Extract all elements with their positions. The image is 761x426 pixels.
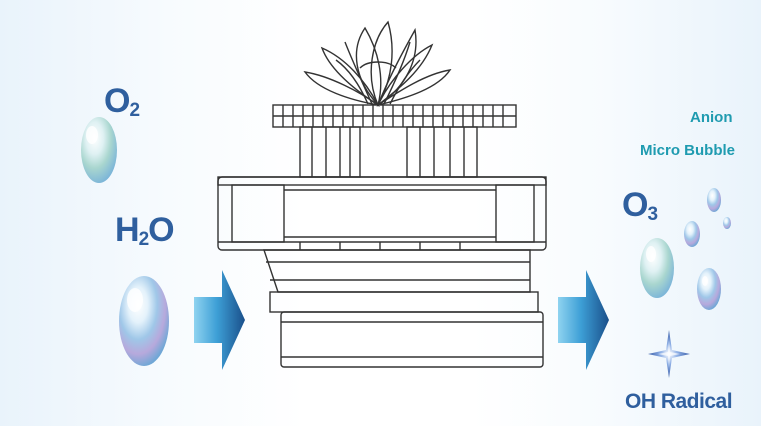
anion-label: Anion <box>690 109 733 126</box>
input-arrow-icon <box>194 270 245 370</box>
sparkle-icon <box>648 330 690 378</box>
ozone-bubble <box>640 238 674 298</box>
micro-bubble-label: Micro Bubble <box>640 142 736 159</box>
oxygen-bubble <box>81 117 117 183</box>
oxygen-label: O2 <box>104 82 140 121</box>
micro-bubbles <box>684 188 731 310</box>
device-drawing <box>217 20 547 368</box>
lotus-icon <box>303 20 452 108</box>
oh-radical-label: OH Radical <box>625 390 733 413</box>
water-label: H2O <box>115 211 175 250</box>
ozone-label: O3 <box>622 186 658 225</box>
base-ring <box>280 311 544 368</box>
water-bubble <box>119 276 169 366</box>
gear-ring <box>272 104 517 128</box>
support-posts <box>299 126 478 178</box>
lower-section <box>263 249 539 313</box>
main-housing <box>217 176 547 251</box>
output-arrow-icon <box>558 270 609 370</box>
